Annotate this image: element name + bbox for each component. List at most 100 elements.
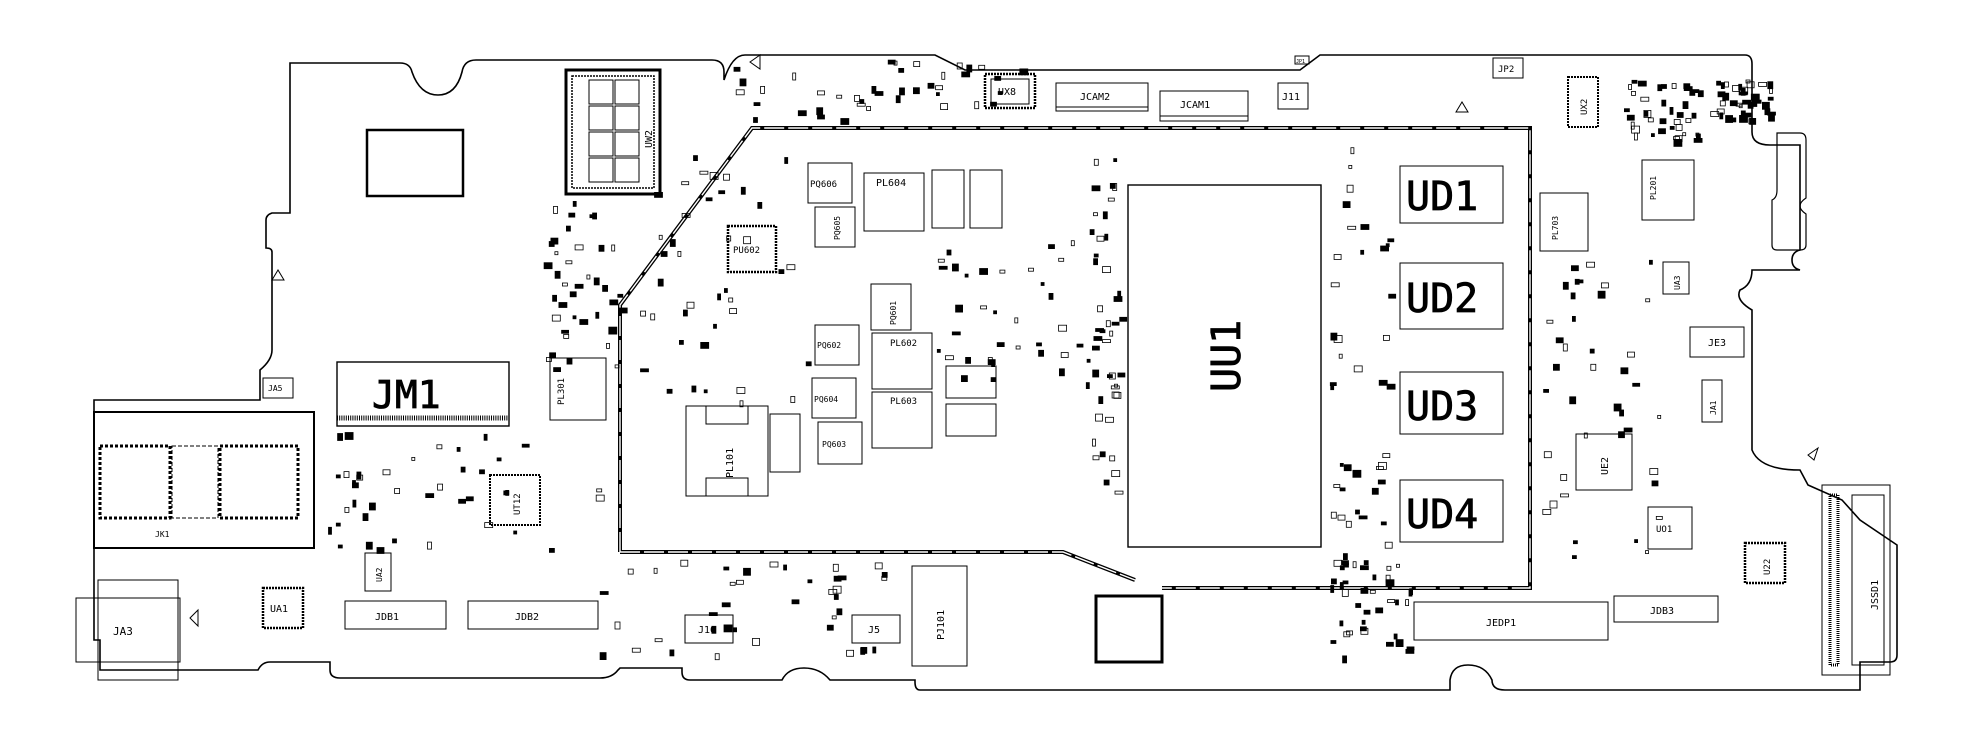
label-pq606: PQ606 [810, 180, 837, 190]
smd-pad [1722, 92, 1730, 101]
smd-pad [611, 244, 616, 252]
smd-pad [1102, 266, 1111, 274]
smd-pad [686, 301, 695, 309]
smd-pad [1086, 358, 1091, 363]
component-pl603: PL603 [871, 391, 933, 449]
smd-pad [1738, 104, 1743, 109]
smd-pad [974, 101, 980, 110]
smd-pad [805, 361, 812, 367]
smd-pad [887, 59, 896, 65]
smd-pad [1092, 455, 1100, 461]
smd-pad [1387, 599, 1395, 603]
smd-pad [618, 307, 628, 314]
smd-pad [1643, 110, 1652, 118]
smd-components [328, 59, 1776, 664]
smd-pad [1383, 334, 1390, 341]
component-uo1: UO1 [1647, 506, 1693, 550]
smd-pad [1338, 353, 1343, 359]
smd-pad [1014, 317, 1019, 324]
smd-pad [574, 244, 584, 251]
smd-pad [1341, 589, 1349, 597]
smd-pad [1601, 282, 1609, 289]
smd-pad [1369, 589, 1376, 594]
smd-pad [1048, 244, 1055, 250]
smd-pad [1107, 374, 1113, 379]
label-jdb3: JDB3 [1650, 606, 1674, 617]
smd-pad [1102, 339, 1111, 344]
component-jdb2: JDB2 [467, 600, 599, 630]
smd-pad [1572, 315, 1576, 322]
smd-pad [1109, 330, 1114, 337]
smd-pad [335, 522, 341, 527]
smd-pad [1589, 348, 1595, 354]
smd-pad [1360, 626, 1367, 632]
smd-pad [718, 190, 726, 195]
smd-pad [990, 101, 997, 107]
smd-pad [496, 457, 502, 462]
smd-pad [828, 589, 838, 595]
label-ua2: UA2 [375, 567, 384, 582]
smd-pad [736, 387, 746, 394]
smd-pad [709, 171, 719, 180]
smd-pad [1028, 267, 1034, 272]
smd-pad [1104, 233, 1109, 241]
component-pq601: PQ601 [870, 283, 912, 331]
smd-pad [739, 400, 744, 408]
smd-pad [654, 638, 663, 643]
smd-pad [1346, 184, 1354, 193]
smd-pad [1630, 121, 1635, 130]
smd-pad [1339, 462, 1344, 467]
smd-pad [1560, 493, 1569, 498]
smd-pad [1683, 83, 1691, 90]
smd-pad [1645, 298, 1651, 303]
smd-pad [1113, 158, 1118, 163]
component-ud1: UD1 [1399, 165, 1504, 224]
smd-pad [1361, 619, 1366, 625]
smd-pad [893, 60, 898, 66]
smd-pad [1658, 128, 1666, 135]
label-j10: J10 [698, 625, 716, 636]
smd-pad [1331, 578, 1337, 585]
board-tab [1771, 132, 1807, 251]
smd-pad [846, 649, 854, 657]
board-outline [93, 54, 1898, 691]
component-ud2: UD2 [1399, 262, 1504, 330]
component-ue2: UE2 [1575, 433, 1633, 491]
smd-pad [1573, 540, 1578, 545]
smd-pad [854, 95, 860, 102]
smd-pad [733, 66, 741, 72]
component-uw2: UW2 [564, 68, 662, 196]
component-ux2: UX2 [1567, 76, 1599, 128]
smd-pad [1333, 254, 1342, 260]
smd-pad [936, 348, 941, 353]
smd-pad [1093, 258, 1098, 266]
smd-pad [1651, 480, 1659, 487]
smd-pad [961, 375, 968, 383]
smd-pad [1643, 111, 1649, 117]
label-pj101: PJ101 [936, 610, 947, 640]
smd-pad [666, 388, 673, 394]
smd-pad [561, 329, 569, 334]
smd-pad [705, 197, 713, 202]
smd-pad [1685, 118, 1692, 123]
smd-pad [1562, 343, 1568, 352]
component-ud3: UD3 [1399, 371, 1504, 435]
smd-pad [1036, 342, 1042, 347]
label-jk1: JK1 [155, 530, 170, 539]
smd-pad [1396, 563, 1400, 568]
shield-frame [618, 126, 1532, 590]
smd-pad [1624, 108, 1630, 113]
smd-pad [1113, 391, 1122, 399]
component-pl602: PL602 [871, 332, 933, 390]
smd-pad [1343, 631, 1351, 638]
smd-pad [1673, 119, 1681, 125]
smd-pad [1378, 379, 1388, 386]
smd-pad [1058, 257, 1065, 262]
component-j5: J5 [851, 614, 901, 644]
smd-pad [1093, 158, 1099, 166]
smd-pad [951, 331, 961, 336]
smd-pad [1386, 641, 1394, 647]
smd-pad [1093, 212, 1098, 217]
smd-pad [1380, 521, 1387, 526]
smd-pad [1330, 640, 1337, 644]
